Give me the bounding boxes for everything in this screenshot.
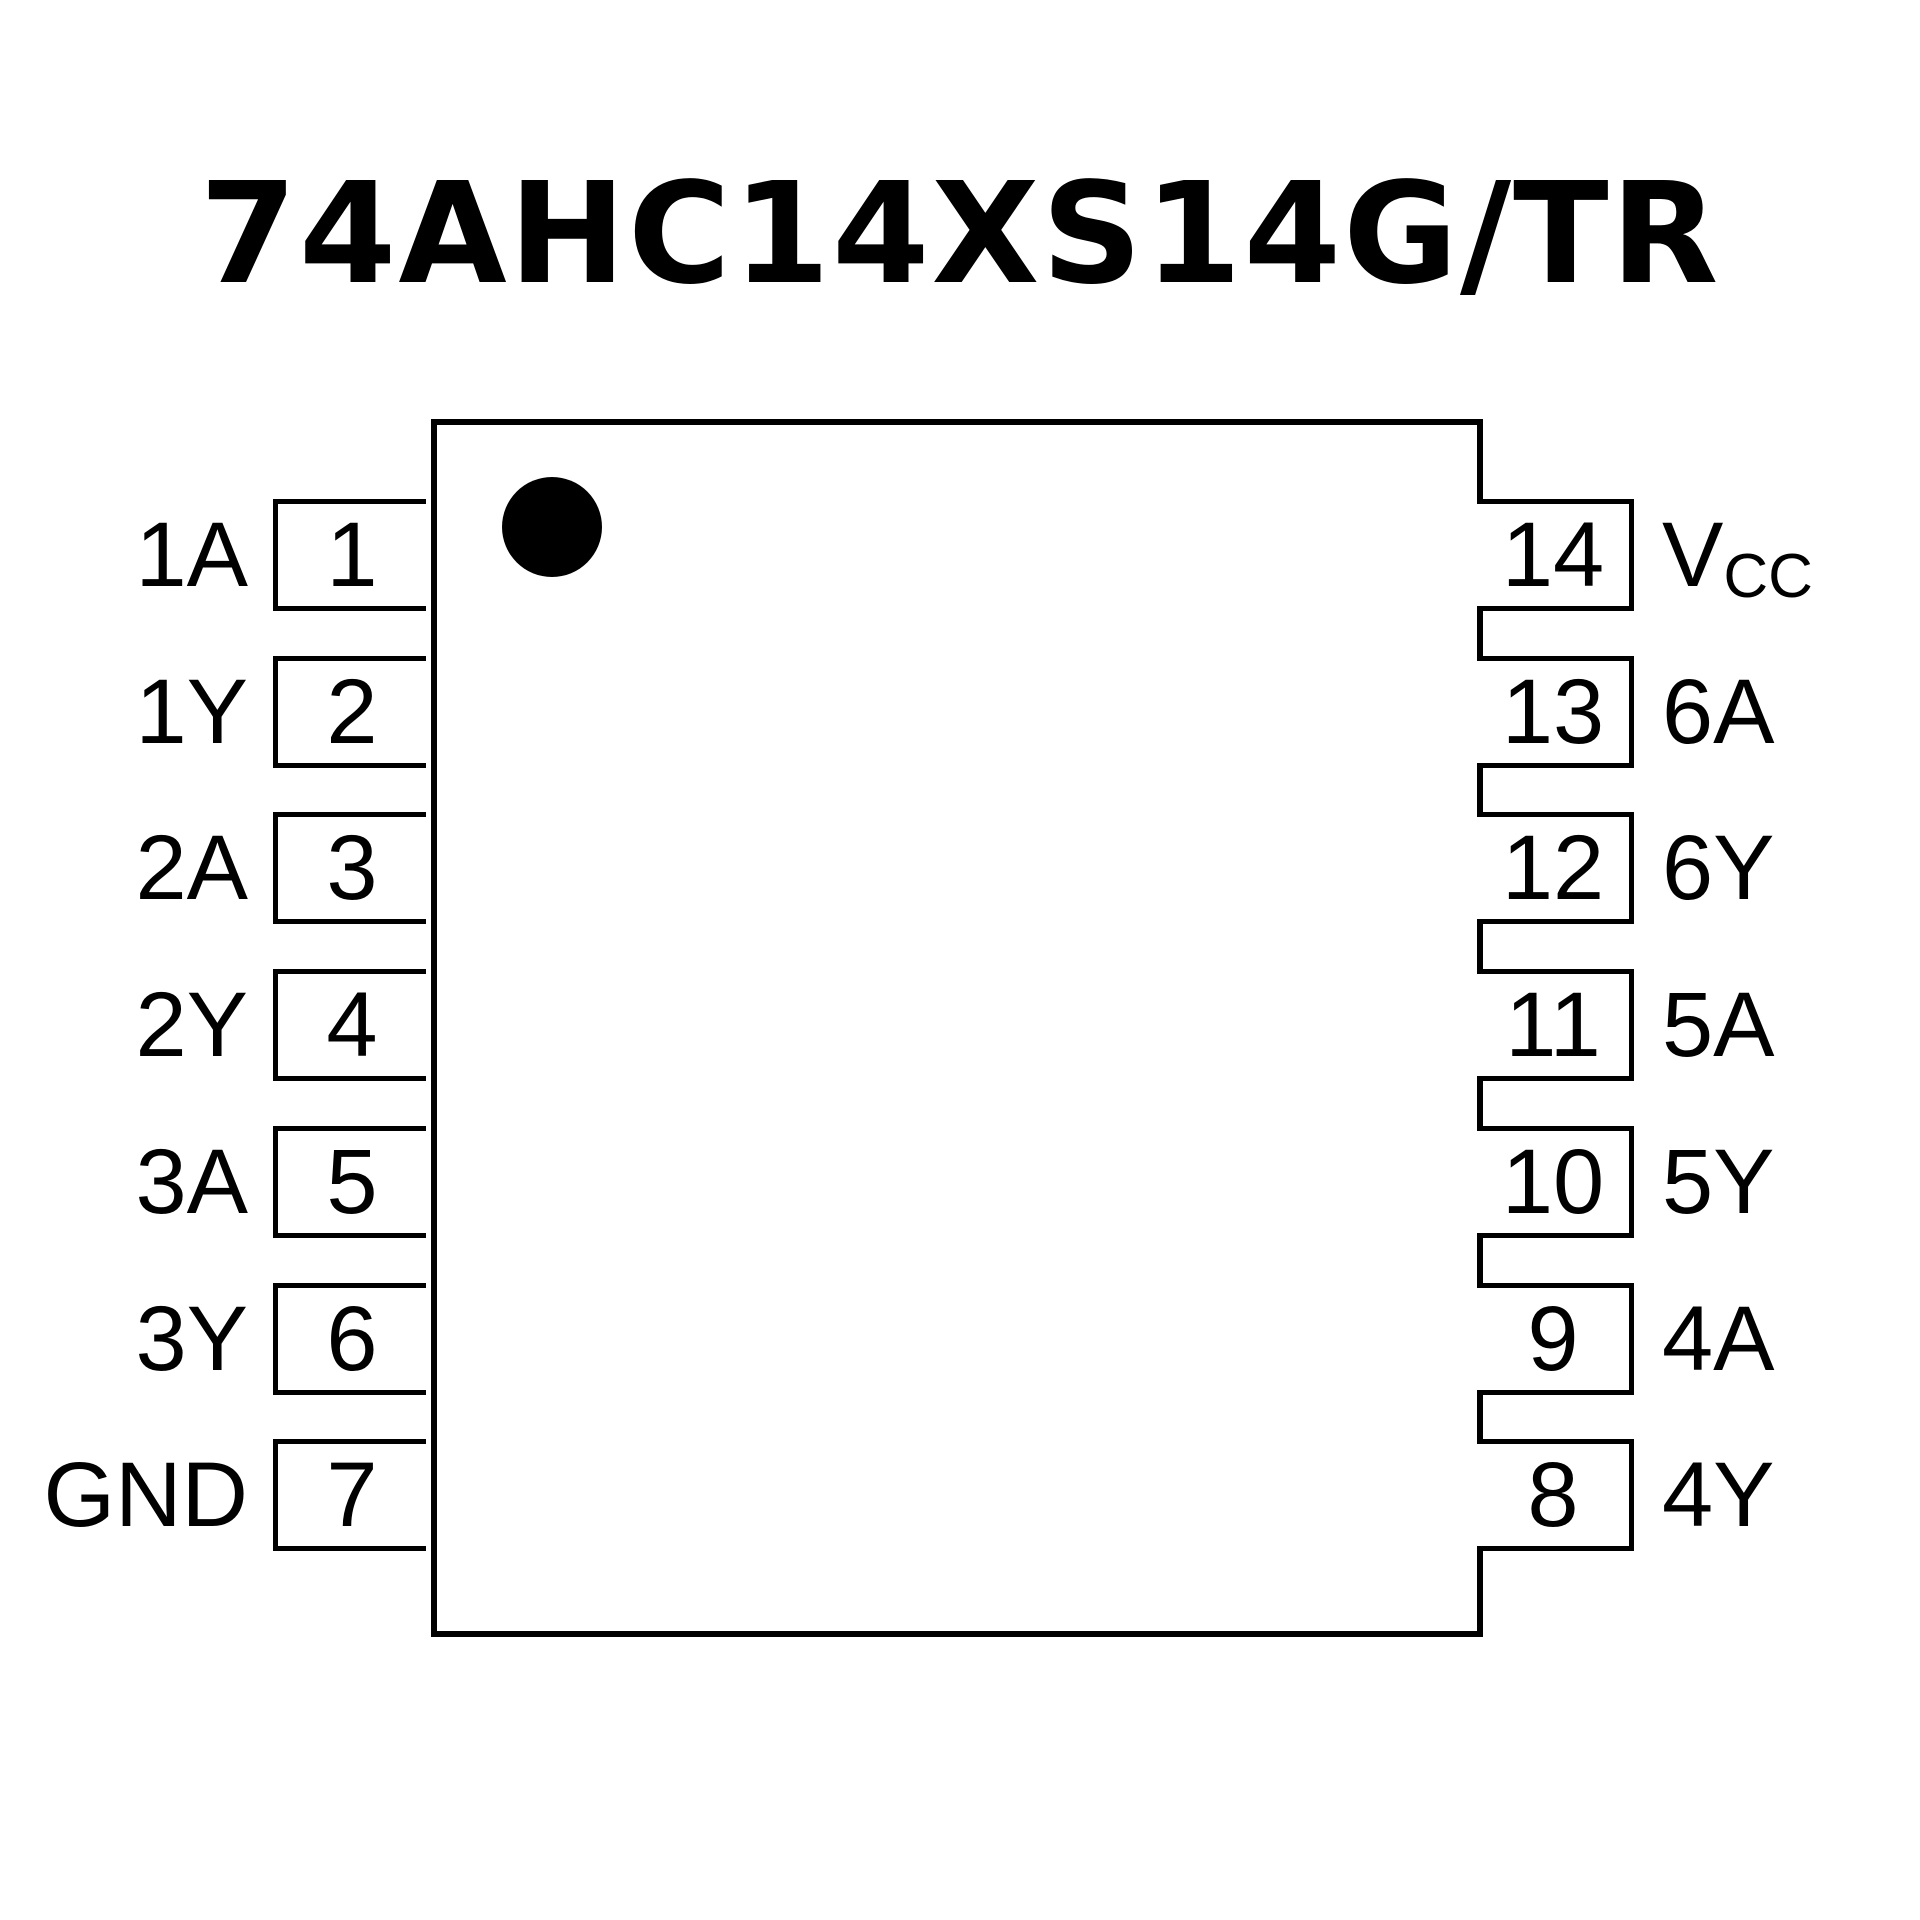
pin-5-box: 5: [273, 1126, 426, 1238]
pin-8-label: 4Y: [1662, 1439, 1775, 1551]
pin-name: 4A: [1662, 1288, 1775, 1390]
pin-name: 3Y: [135, 1288, 248, 1390]
pin-13-box: 13: [1477, 656, 1634, 768]
pin-6-label: 3Y: [135, 1283, 248, 1395]
pin-2-box: 2: [273, 656, 426, 768]
part-number-title: 74AHC14XS14G/TR: [199, 153, 1721, 316]
pin-name: 1Y: [135, 661, 248, 763]
pin-11-box: 11: [1477, 969, 1634, 1081]
pin-name: GND: [43, 1444, 248, 1546]
pin-name-subscript: CC: [1723, 542, 1813, 611]
pin-8-box: 8: [1477, 1439, 1634, 1551]
pin-9-label: 4A: [1662, 1283, 1775, 1395]
pin-4-label: 2Y: [135, 969, 248, 1081]
pin-7-box: 7: [273, 1439, 426, 1551]
pin-name: 2Y: [135, 974, 248, 1076]
pin-name: V: [1662, 504, 1724, 606]
pin-name: 6A: [1662, 661, 1775, 763]
ic-package-body: [431, 419, 1483, 1637]
pin-6-box: 6: [273, 1283, 426, 1395]
pin-11-label: 5A: [1662, 969, 1775, 1081]
pin-14-box: 14: [1477, 499, 1634, 611]
pin1-indicator-dot-icon: [502, 477, 602, 577]
pin-name: 5A: [1662, 974, 1775, 1076]
pin-12-box: 12: [1477, 812, 1634, 924]
pin-name: 3A: [135, 1131, 248, 1233]
pin-10-label: 5Y: [1662, 1126, 1775, 1238]
pin-13-label: 6A: [1662, 656, 1775, 768]
pin-5-label: 3A: [135, 1126, 248, 1238]
pin-name: 1A: [135, 504, 248, 606]
pin-name: 6Y: [1662, 817, 1775, 919]
pin-name: 2A: [135, 817, 248, 919]
pin-12-label: 6Y: [1662, 812, 1775, 924]
pin-4-box: 4: [273, 969, 426, 1081]
pin-1-label: 1A: [135, 499, 248, 611]
pin-2-label: 1Y: [135, 656, 248, 768]
pin-3-box: 3: [273, 812, 426, 924]
pin-name: 5Y: [1662, 1131, 1775, 1233]
pin-1-box: 1: [273, 499, 426, 611]
pin-7-label: GND: [44, 1439, 248, 1551]
pin-3-label: 2A: [135, 812, 248, 924]
pin-10-box: 10: [1477, 1126, 1634, 1238]
pin-name: 4Y: [1662, 1444, 1775, 1546]
pin-9-box: 9: [1477, 1283, 1634, 1395]
